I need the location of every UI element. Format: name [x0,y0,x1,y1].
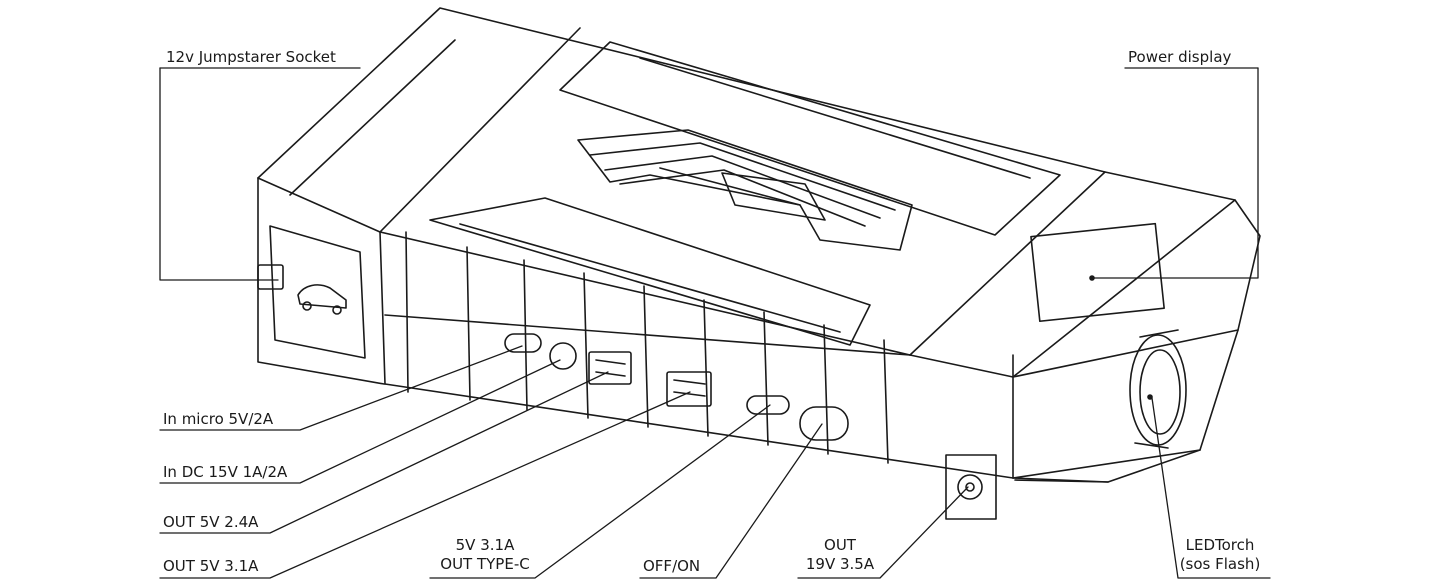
leader-lines [159,67,1271,579]
label-out-19v-line1: OUT [824,536,856,554]
power-button [799,406,849,441]
jumpstart-socket-cover [257,225,366,359]
label-led-torch-line1: LEDTorch [1185,536,1255,554]
label-power-display: Power display [1128,48,1232,66]
top-recess [429,41,1061,346]
label-jumpstarter-socket: 12v Jumpstarer Socket [166,48,336,66]
power-display-window [1030,222,1165,323]
led-torch [1129,329,1187,449]
usb-port-3-1a [666,371,712,407]
usb-port-2-4a [588,351,632,385]
label-type-c-line1: 5V 3.1A [455,536,515,554]
front-ports [504,333,997,520]
label-out-19v-line2: 19V 3.5A [805,555,875,573]
label-led-torch-line2: (sos Flash) [1179,555,1261,573]
label-out-19v: OUT 19V 3.5A [795,536,885,574]
label-led-torch: LEDTorch (sos Flash) [1165,536,1275,574]
device-body [257,7,1261,483]
dc-input-port [549,342,577,370]
label-type-c-line2: OUT TYPE-C [440,555,530,573]
type-c-port [746,395,790,415]
label-in-dc: In DC 15V 1A/2A [163,463,288,481]
label-in-micro: In micro 5V/2A [163,410,274,428]
micro-usb-port [504,333,542,353]
label-off-on: OFF/ON [643,557,701,575]
label-out-usb-3-1a: OUT 5V 3.1A [163,557,259,575]
dc-output-port [945,454,997,520]
label-type-c: 5V 3.1A OUT TYPE-C [430,536,540,574]
label-out-usb-2-4a: OUT 5V 2.4A [163,513,259,531]
